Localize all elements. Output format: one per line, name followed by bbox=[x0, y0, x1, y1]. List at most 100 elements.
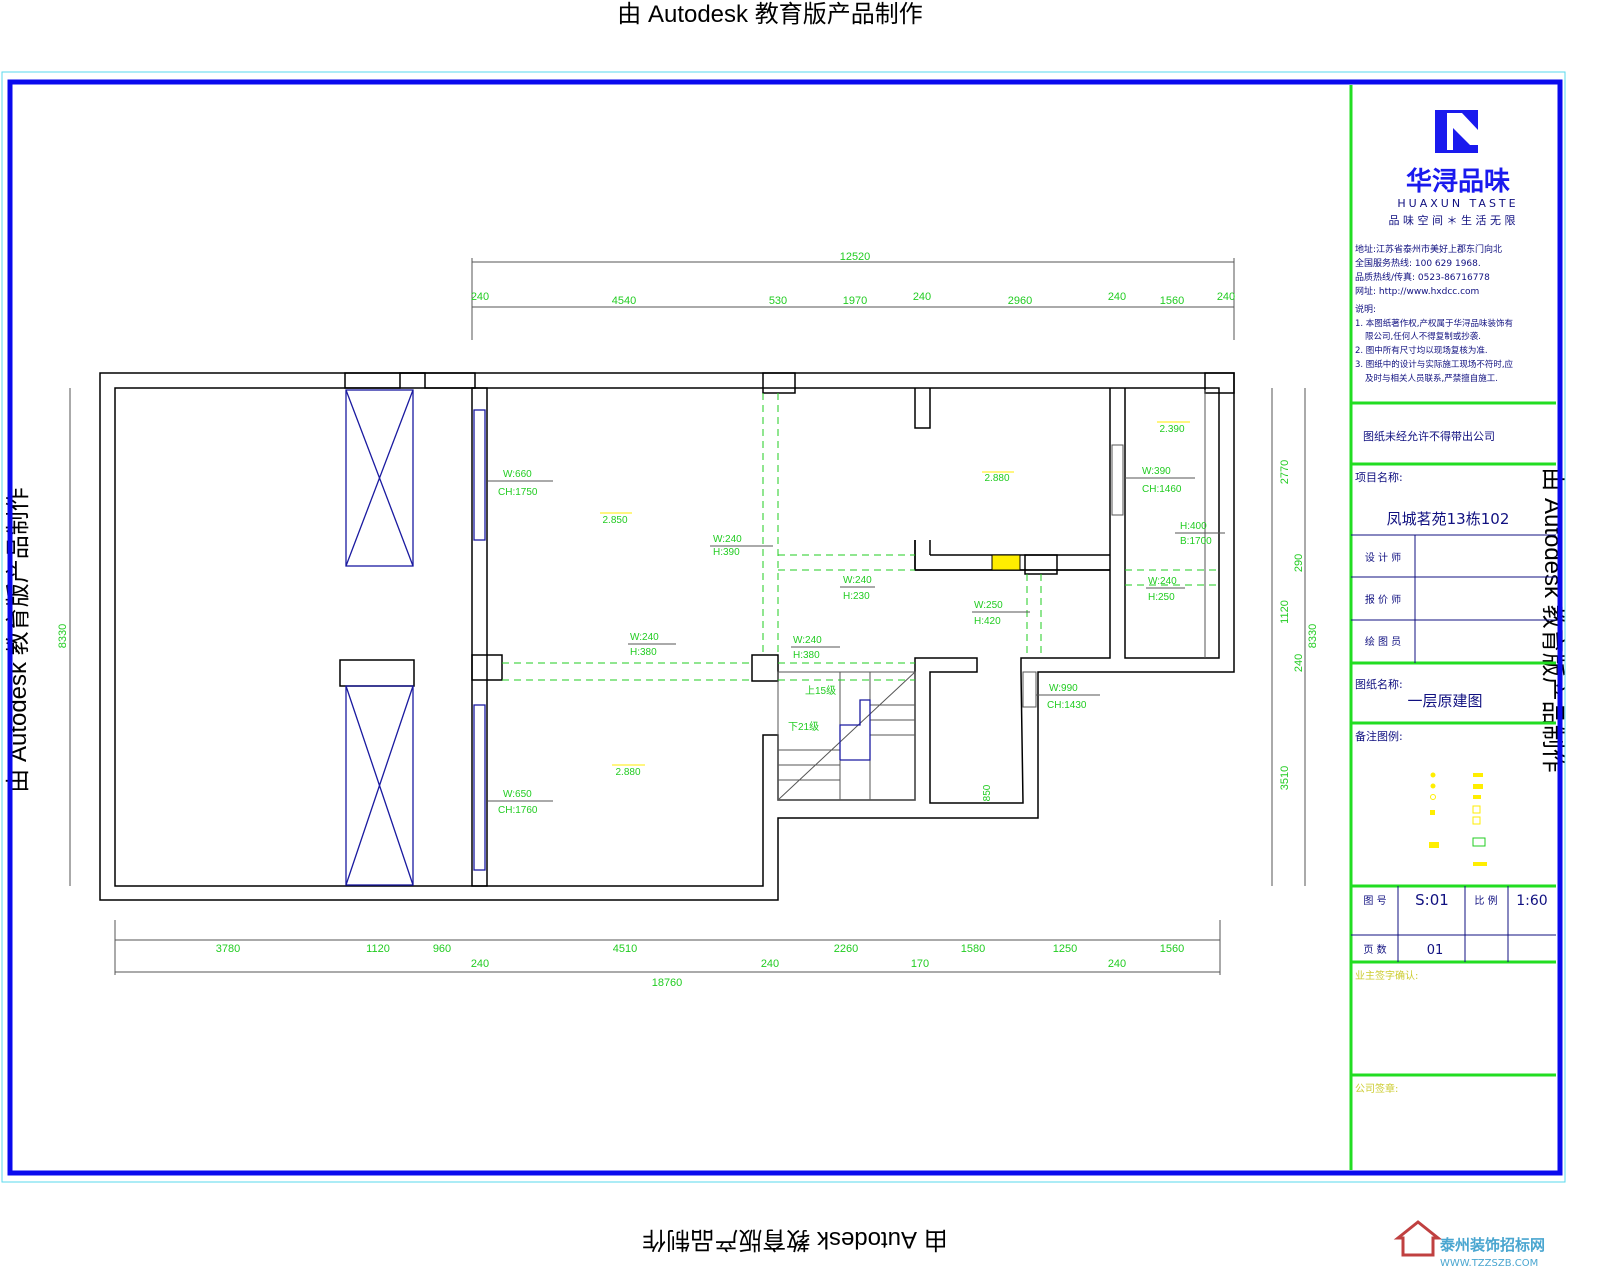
label: 绘 图 员 bbox=[1365, 635, 1401, 648]
legend-symbols bbox=[1429, 772, 1487, 866]
label: 品质热线/传真: 0523-86716778 bbox=[1355, 271, 1490, 283]
label: 图 号 bbox=[1363, 895, 1386, 907]
logo-name: 华浔品味 bbox=[1406, 166, 1510, 197]
dim-bottom: 1120 bbox=[366, 943, 390, 955]
company-logo bbox=[1435, 110, 1478, 153]
dim-top: 240 bbox=[471, 291, 489, 303]
dim-top: 240 bbox=[1217, 291, 1235, 303]
column bbox=[1204, 372, 1235, 394]
drawing-number: S:01 bbox=[1415, 891, 1449, 909]
label: 1. 本图纸著作权,产权属于华浔品味装饰有 bbox=[1355, 318, 1513, 329]
dimension-lines bbox=[69, 258, 1306, 975]
label: 3. 图纸中的设计与实际施工现场不符时,应 bbox=[1355, 359, 1514, 370]
label: W:240 bbox=[793, 635, 822, 646]
inner-wall bbox=[114, 372, 1220, 887]
dim-right: 290 bbox=[1293, 554, 1305, 572]
label: 业主签字确认: bbox=[1355, 969, 1418, 982]
dim-right: 2770 bbox=[1279, 460, 1291, 484]
outer-frame bbox=[1, 71, 1566, 1183]
label: 及时与相关人员联系,严禁擅自施工. bbox=[1365, 373, 1498, 384]
wall-stub bbox=[471, 654, 503, 681]
annotations: 2.850 2.880 2.880 2.390 W:660 CH:1750 W:… bbox=[488, 421, 1225, 816]
slogan: 品 味 空 间 ＊ 生 活 无 限 bbox=[1389, 213, 1516, 227]
dim-bottom-small: 170 bbox=[911, 958, 929, 970]
drawing-name: 一层原建图 bbox=[1407, 692, 1482, 710]
dim-bottom: 960 bbox=[433, 943, 451, 955]
closet-bottom bbox=[345, 685, 414, 886]
closet-top bbox=[345, 389, 414, 567]
label: WWW.TZZSZB.COM bbox=[1440, 1258, 1538, 1269]
label: W:240 bbox=[713, 534, 742, 545]
dim-bottom-small: 240 bbox=[471, 958, 489, 970]
stair-up-label: 上15级 bbox=[805, 685, 836, 697]
elevation-label: 2.880 bbox=[615, 767, 640, 778]
beams bbox=[502, 393, 1219, 681]
dim-top: 240 bbox=[1108, 291, 1126, 303]
label: W:250 bbox=[974, 600, 1003, 611]
label: CH:1460 bbox=[1142, 484, 1182, 495]
label: W:650 bbox=[503, 789, 532, 800]
label: 图纸名称: bbox=[1355, 677, 1403, 691]
label: CH:1750 bbox=[498, 487, 538, 498]
staircase bbox=[777, 671, 916, 801]
label: 850 bbox=[982, 784, 993, 801]
dim-right: 3510 bbox=[1279, 766, 1291, 790]
label: W:990 bbox=[1049, 683, 1078, 694]
dim-bottom-small: 240 bbox=[761, 958, 779, 970]
dim-bottom-small: 240 bbox=[1108, 958, 1126, 970]
dim-bottom-total: 18760 bbox=[652, 977, 683, 989]
dim-bottom: 1250 bbox=[1053, 943, 1077, 955]
label: W:390 bbox=[1142, 466, 1171, 477]
label: CH:1760 bbox=[498, 805, 538, 816]
label: W:240 bbox=[630, 632, 659, 643]
label: 项目名称: bbox=[1355, 470, 1403, 484]
dim-top-total: 12520 bbox=[840, 251, 871, 263]
dim-bottom: 2260 bbox=[834, 943, 858, 955]
label: H:390 bbox=[713, 547, 740, 558]
label: H:380 bbox=[793, 650, 820, 661]
dim-bottom: 1580 bbox=[961, 943, 985, 955]
label: H:400 bbox=[1180, 521, 1207, 532]
dim-top: 2960 bbox=[1008, 295, 1032, 307]
label: 泰州装饰招标网 bbox=[1439, 1236, 1545, 1254]
label: 页 数 bbox=[1363, 943, 1386, 956]
label: H:250 bbox=[1148, 592, 1175, 603]
label: 比 例 bbox=[1474, 894, 1497, 907]
dim-right: 1120 bbox=[1279, 600, 1291, 624]
label: 设 计 师 bbox=[1365, 551, 1401, 564]
dim-right-total: 8330 bbox=[1307, 624, 1319, 648]
elevation-label: 2.850 bbox=[602, 515, 627, 526]
watermark-top: 由 Autodesk 教育版产品制作 bbox=[617, 1, 922, 28]
wall-partition bbox=[471, 387, 488, 887]
dim-top: 530 bbox=[769, 295, 787, 307]
wall-stub bbox=[914, 388, 931, 429]
dim-right: 240 bbox=[1293, 654, 1305, 672]
label: W:240 bbox=[1148, 576, 1177, 587]
marker-yellow bbox=[991, 554, 1021, 571]
label: H:230 bbox=[843, 591, 870, 602]
scale-value: 1:60 bbox=[1516, 893, 1547, 909]
label: H:420 bbox=[974, 616, 1001, 627]
label: 2. 图中所有尺寸均以现场复核为准. bbox=[1355, 345, 1488, 356]
column bbox=[751, 654, 779, 682]
label: H:380 bbox=[630, 647, 657, 658]
dim-top: 1560 bbox=[1160, 295, 1184, 307]
logo-en: HUAXUN TASTE bbox=[1397, 197, 1518, 210]
watermark-bottom: 由 Autodesk 教育版产品制作 bbox=[642, 1226, 947, 1253]
label: 网址: http://www.hxdcc.com bbox=[1355, 285, 1479, 297]
label: 备注图例: bbox=[1355, 729, 1403, 743]
label: 说明: bbox=[1355, 303, 1376, 315]
window bbox=[1022, 671, 1037, 708]
dim-left-total: 8330 bbox=[57, 624, 69, 648]
dim-top: 240 bbox=[913, 291, 931, 303]
dim-top: 1970 bbox=[843, 295, 867, 307]
label: 全国服务热线: 100 629 1968. bbox=[1355, 257, 1481, 269]
window bbox=[1111, 444, 1124, 516]
label: 地址:江苏省泰州市美好上郡东门向北 bbox=[1355, 243, 1502, 255]
window bbox=[473, 704, 486, 871]
label: B:1700 bbox=[1180, 536, 1212, 547]
elevation-label: 2.390 bbox=[1159, 424, 1184, 435]
dim-bottom: 4510 bbox=[613, 943, 637, 955]
dimension-texts: 12520 240 4540 530 1970 240 2960 240 156… bbox=[57, 251, 1319, 989]
border-frame bbox=[7, 79, 1563, 1176]
